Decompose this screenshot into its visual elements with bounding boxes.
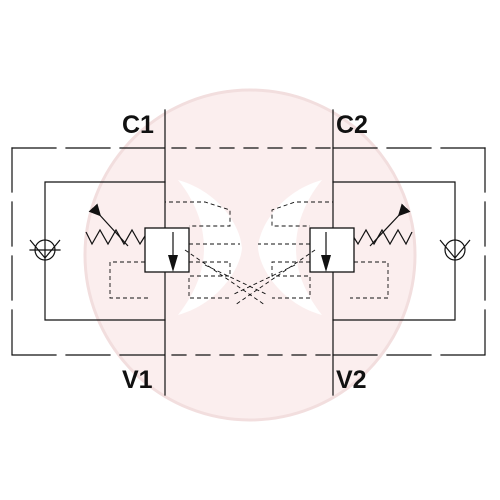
right-spring-icon: [352, 203, 413, 247]
right-inner-circuit: [332, 181, 456, 321]
left-inner-circuit: [29, 181, 166, 321]
outer-frame-center: [171, 147, 331, 356]
outer-frame: [11, 147, 486, 356]
pilot-lines-right: [231, 201, 389, 306]
left-valve-icon: [144, 227, 190, 273]
port-label-c1: C1: [122, 111, 154, 139]
right-valve-icon: [309, 227, 355, 273]
left-spring-icon: [85, 203, 146, 247]
port-label-v1: V1: [122, 366, 153, 394]
port-label-v2: V2: [336, 366, 367, 394]
left-check-valve-icon: [29, 239, 61, 261]
port-label-c2: C2: [336, 111, 368, 139]
right-check-valve-icon: [439, 239, 471, 261]
